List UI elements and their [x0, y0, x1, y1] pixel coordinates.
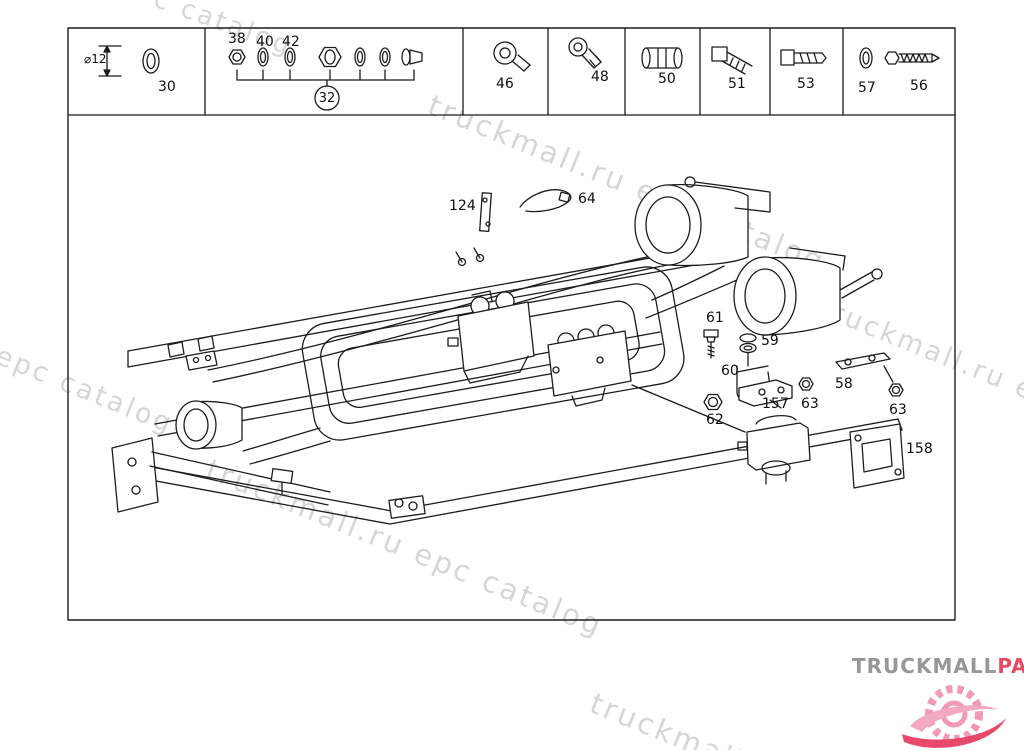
callout-63-right: 63: [889, 402, 907, 418]
figure-borders: [67, 27, 956, 621]
callout-53: 53: [797, 76, 815, 92]
callout-32: 32: [318, 91, 336, 106]
truckmall-logo-icon: [902, 685, 1006, 748]
nut-63b-glyph: [888, 383, 904, 397]
part-46-glyph: [493, 41, 531, 72]
callout-158: 158: [906, 441, 933, 457]
callout-157: 157: [762, 396, 789, 412]
callout-40: 40: [256, 34, 274, 50]
valve-unit-center: [547, 324, 632, 407]
brake-chamber-upper: [634, 176, 771, 267]
callout-58: 58: [835, 376, 853, 392]
part-51-glyph: [711, 46, 753, 75]
part-50-glyph: [641, 47, 683, 69]
bracket-157-glyph: [738, 379, 793, 409]
cable-tie-64-glyph: [519, 189, 572, 213]
nut-63a-glyph: [798, 377, 814, 391]
nut-62-glyph: [703, 393, 723, 411]
part-30-glyph: [98, 45, 160, 77]
bolt-61-glyph: [703, 329, 719, 359]
bracket-158-glyph: [849, 423, 905, 489]
part-56-glyph: [884, 51, 940, 65]
callout-124: 124: [449, 198, 476, 214]
callout-42: 42: [282, 34, 300, 50]
callout-59: 59: [761, 333, 779, 349]
callout-46: 46: [496, 76, 514, 92]
front-axle-assembly: [111, 350, 426, 519]
part-32-group-glyph: [228, 46, 423, 111]
logo-brand-text: TRUCKMALL: [852, 654, 998, 678]
washers-59-glyph: [739, 333, 757, 367]
callout-51: 51: [728, 76, 746, 92]
callout-56: 56: [910, 78, 928, 94]
callout-50: 50: [658, 71, 676, 87]
callout-62: 62: [706, 412, 724, 428]
callout-60: 60: [721, 363, 739, 379]
part-53-glyph: [780, 49, 827, 66]
callout-64: 64: [578, 191, 596, 207]
logo-text: TRUCKMALLPARTS: [852, 654, 1024, 678]
callout-57: 57: [858, 80, 876, 96]
valve-157-glyph: [737, 414, 811, 485]
part-57-glyph: [859, 47, 873, 69]
bracket-58-glyph: [835, 352, 894, 383]
callout-63-left: 63: [801, 396, 819, 412]
callout-38: 38: [228, 31, 246, 47]
plate-124-glyph: [479, 192, 492, 232]
part-48-glyph: [568, 37, 602, 69]
callout-48: 48: [591, 69, 609, 85]
dim-label-12: ⌀12: [84, 52, 107, 66]
valve-unit-left: [447, 290, 535, 384]
brake-chamber-lower: [733, 247, 883, 336]
callout-61: 61: [706, 310, 724, 326]
truckmall-logo: TRUCKMALLPARTS: [852, 654, 1024, 750]
callout-30: 30: [158, 79, 176, 95]
logo-parts-text: PARTS: [997, 654, 1024, 678]
